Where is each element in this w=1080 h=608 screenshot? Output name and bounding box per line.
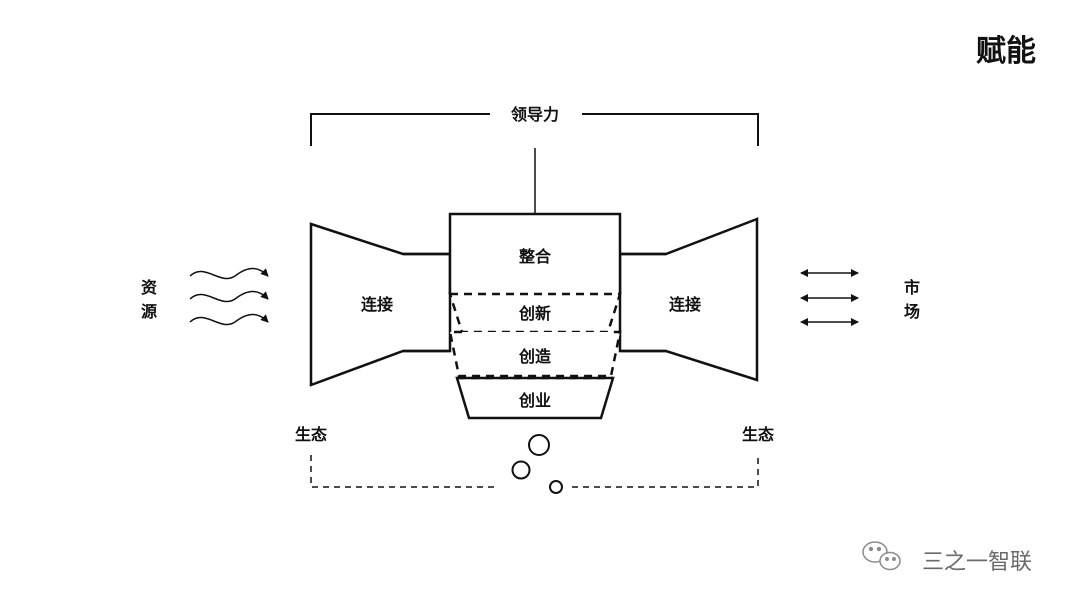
resources-label-2: 源 (141, 302, 157, 321)
market-label-1: 市 (904, 278, 920, 297)
stage-integrate-label: 整合 (518, 247, 552, 266)
double-arrow-icon (800, 269, 859, 326)
watermark-text: 三之一智联 (922, 550, 1032, 575)
leadership-bracket (310, 113, 759, 146)
stage-venture-label: 创业 (518, 391, 551, 410)
leadership-label: 领导力 (511, 105, 559, 124)
page-title: 赋能 (976, 34, 1036, 69)
right-connect-label: 连接 (669, 295, 701, 314)
ecology-right-label: 生态 (742, 425, 774, 444)
funnel (448, 212, 622, 420)
wavy-arrow-icon (189, 267, 269, 326)
market-label-2: 场 (904, 302, 920, 321)
bubbles-icon (511, 434, 563, 494)
stage-create (448, 330, 622, 378)
stage-innovate-label: 创新 (518, 304, 551, 323)
resources-label-1: 资 (141, 278, 157, 297)
wechat-logo-icon (862, 541, 901, 571)
stage-create-label: 创造 (518, 347, 552, 366)
stage-innovate (448, 292, 622, 334)
left-connect-label: 连接 (361, 295, 393, 314)
ecology-bracket (310, 455, 759, 488)
ecology-left-label: 生态 (295, 425, 327, 444)
